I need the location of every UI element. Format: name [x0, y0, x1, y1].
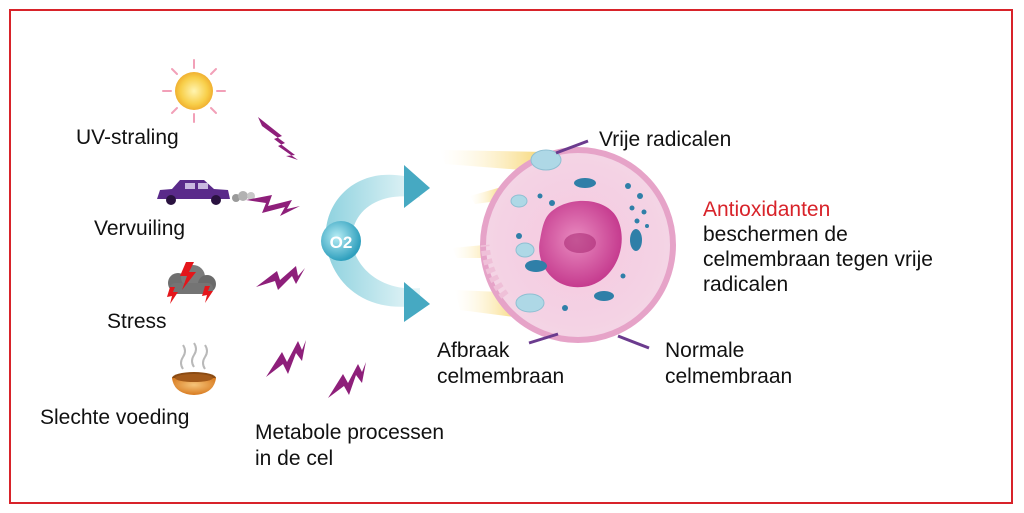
- free-radicals-label: Vrije radicalen: [599, 128, 732, 151]
- broken-membrane-section: [480, 244, 509, 299]
- normal-membrane-label-line1: Normale: [665, 339, 745, 362]
- oxygen-arc-arrows: [321, 165, 430, 322]
- source-label-pollution: Vervuiling: [94, 217, 186, 240]
- sun-icon: [162, 59, 226, 123]
- source-label-nutrition: Slechte voeding: [40, 406, 190, 429]
- normal-membrane-label-line2: celmembraan: [665, 365, 793, 388]
- source-label-stress: Stress: [107, 310, 167, 333]
- red-frame: [9, 9, 1013, 504]
- storm-cloud-icon: [167, 262, 216, 304]
- food-bowl-icon: [172, 342, 216, 395]
- antioxidants-line2: celmembraan tegen vrije: [703, 248, 933, 271]
- cell-illustration: [480, 147, 676, 343]
- metabolic-label-line1: Metabole processen: [255, 421, 445, 444]
- oxygen-label: O2: [330, 233, 353, 252]
- car-exhaust-icon: [157, 180, 255, 205]
- arrow-upper-head: [404, 165, 430, 208]
- lightning-bolts: [246, 117, 366, 398]
- antioxidants-title: Antioxidanten: [703, 198, 831, 221]
- metabolic-label-line2: in de cel: [255, 447, 334, 470]
- oxygen-molecule: [321, 221, 361, 261]
- antioxidants-line1: beschermen de: [703, 223, 848, 246]
- pointer-lines: [528, 139, 650, 350]
- broken-membrane-label-line1: Afbraak: [437, 339, 510, 362]
- antioxidants-line3: radicalen: [703, 273, 789, 296]
- broken-membrane-label-line2: celmembraan: [437, 365, 565, 388]
- arrow-lower-head: [404, 282, 430, 322]
- source-label-uv: UV-straling: [76, 126, 179, 149]
